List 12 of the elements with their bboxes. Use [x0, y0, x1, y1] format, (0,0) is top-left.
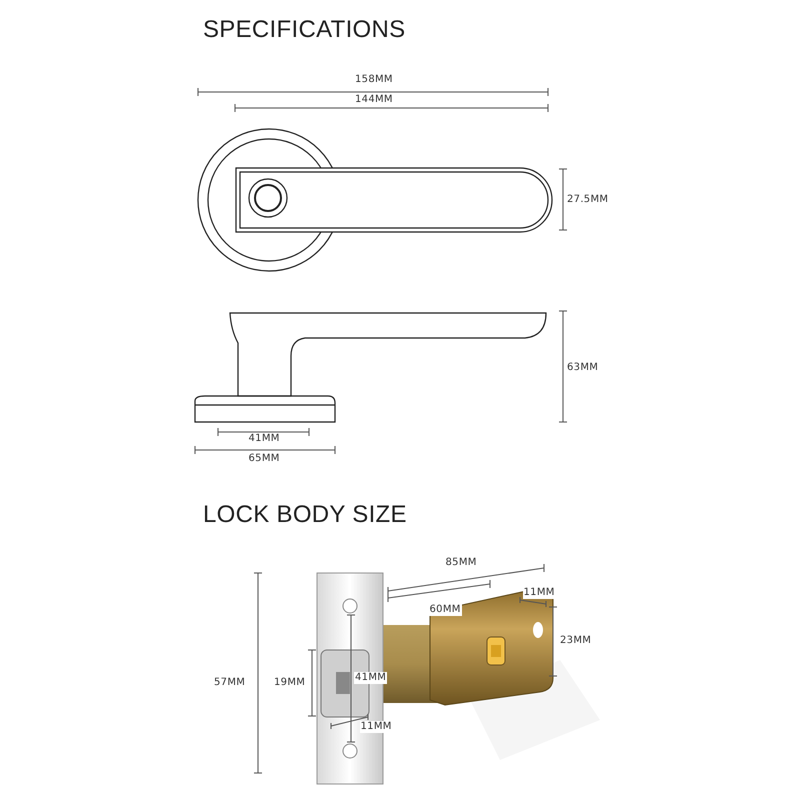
- dimension-label: 41MM: [354, 672, 388, 684]
- dimension-label: 65MM: [248, 453, 280, 465]
- dimension-label: 144MM: [355, 94, 393, 106]
- dimension-label: 27.5MM: [567, 194, 608, 206]
- dimension-label: 11MM: [360, 721, 393, 733]
- dimension-label: 60MM: [428, 604, 462, 616]
- dimension-label: 11MM: [522, 587, 556, 599]
- dimension-label: 63MM: [567, 362, 598, 374]
- section-heading: LOCK BODY SIZE: [203, 501, 407, 529]
- dimension-label: 158MM: [355, 74, 393, 86]
- section-heading: SPECIFICATIONS: [203, 16, 406, 44]
- dimension-label: 41MM: [248, 433, 280, 445]
